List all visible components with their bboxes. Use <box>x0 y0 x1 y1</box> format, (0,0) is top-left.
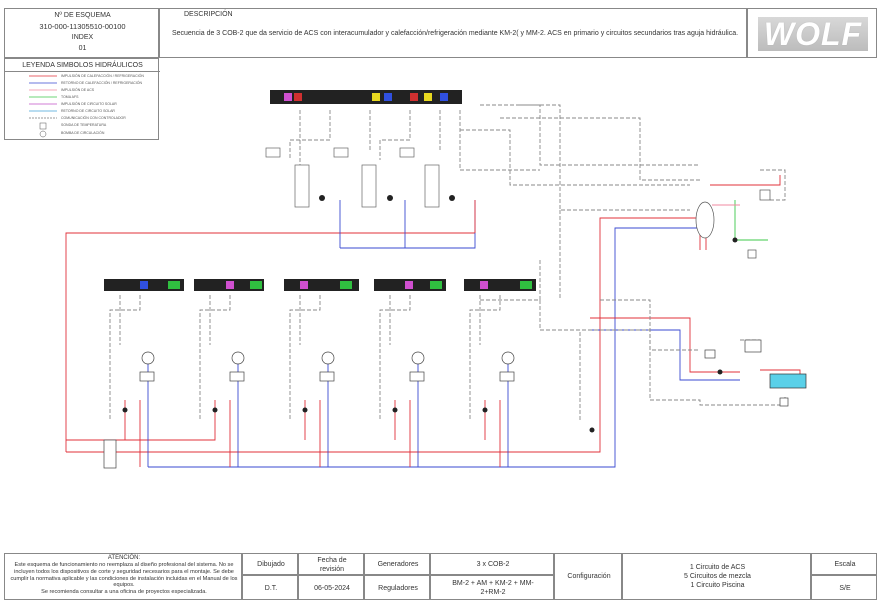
supply-pipe <box>65 232 475 452</box>
legend-row: IMPULSIÓN DE ACS <box>11 87 161 95</box>
legend-row: IMPULSIÓN DE CALEFACCIÓN / REFRIGERACIÓN <box>11 73 161 81</box>
acs-group <box>695 189 771 259</box>
regulators-value-cell: BM-2 + AM + KM-2 + MM-2+RM-2 <box>430 575 554 600</box>
attention-title: ATENCIÓN: <box>107 555 141 561</box>
description-text: Secuencia de 3 COB-2 que da servicio de … <box>171 30 739 37</box>
generators-label-cell: Generadores <box>364 553 430 575</box>
scheme-label: Nº DE ESQUEMA <box>54 12 111 19</box>
scale-value-cell: S/E <box>811 575 877 600</box>
generators-label: Generadores <box>377 561 419 568</box>
generators-value-cell: 3 x COB-2 <box>430 553 554 575</box>
pool <box>704 339 807 407</box>
legend-item-label: IMPULSIÓN DE ACS <box>61 88 95 92</box>
legend-row: COMUNICACIÓN CON CONTROLADOR <box>11 115 161 123</box>
regulators-label: Reguladores <box>378 585 418 592</box>
legend-row: IMPULSIÓN DE CIRCUITO SOLAR <box>11 101 161 109</box>
config-label: Configuración <box>567 573 611 580</box>
controller-bars-top <box>270 90 462 104</box>
legend-row: BOMBA DE CIRCULACIÓN <box>11 130 161 138</box>
legend-item-label: RETORNO DE CALEFACCIÓN / REFRIGERACIÓN <box>61 81 143 85</box>
legend-item-label: IMPULSIÓN DE CIRCUITO SOLAR <box>61 102 117 106</box>
scale-label: Escala <box>834 561 856 568</box>
regulators-label-cell: Reguladores <box>364 575 430 600</box>
scheme-number: 310-000-11305510-00100 <box>39 22 126 31</box>
legend-symbol-label: BOMBA DE CIRCULACIÓN <box>61 131 105 135</box>
wolf-logo: WOLF <box>758 17 868 51</box>
scale-value: S/E <box>839 585 851 592</box>
attention-text: Este esquema de funcionamiento no reempl… <box>10 562 238 596</box>
brand-box: WOLF <box>747 8 877 58</box>
scale-label-cell: Escala <box>811 553 877 575</box>
config-value-cell: 1 Circuito de ACS 5 Circuitos de mezcla … <box>622 553 811 600</box>
config-label-cell: Configuración <box>554 553 622 600</box>
legend-row: RETORNO DE CALEFACCIÓN / REFRIGERACIÓN <box>11 80 161 88</box>
revision-label-cell: Fecha de revisión <box>298 553 364 575</box>
config-value: 1 Circuito de ACS 5 Circuitos de mezcla … <box>684 564 751 589</box>
attention-box: ATENCIÓN: Este esquema de funcionamiento… <box>4 553 242 600</box>
boilers <box>265 147 440 208</box>
legend-row: TOMA AFS <box>11 94 161 102</box>
drawn-value-cell: D.T. <box>242 575 298 600</box>
drawn-value: D.T. <box>264 585 278 592</box>
index-label: INDEX <box>71 34 94 41</box>
index-value: 01 <box>78 45 87 52</box>
generators-value: 3 x COB-2 <box>476 561 510 568</box>
revision-label: Fecha de revisión <box>317 557 347 573</box>
legend-row: RETORNO DE CIRCUITO SOLAR <box>11 108 161 116</box>
legend-title: LEYENDA SIMBOLOS HIDRÁULICOS <box>22 62 143 69</box>
legend-item-label: IMPULSIÓN DE CALEFACCIÓN / REFRIGERACIÓN <box>61 74 144 78</box>
scheme-number-box: Nº DE ESQUEMA 310-000-11305510-00100 IND… <box>4 8 159 58</box>
revision-value-cell: 06-05-2024 <box>298 575 364 600</box>
return-pipe <box>340 200 476 249</box>
revision-value: 06-05-2024 <box>314 585 350 592</box>
legend-row: SONDA DE TEMPERATURA <box>11 122 161 130</box>
drawn-label: Dibujado <box>257 561 285 568</box>
legend-item-label: RETORNO DE CIRCUITO SOLAR <box>61 109 115 113</box>
drawn-label-cell: Dibujado <box>242 553 298 575</box>
controller-bars-mid <box>104 279 536 291</box>
valves <box>122 195 738 433</box>
description-label: DESCRIPCIÓN <box>184 11 233 18</box>
mixing-circuits <box>103 351 515 469</box>
description-box: DESCRIPCIÓN Secuencia de 3 COB-2 que da … <box>159 8 747 58</box>
legend-box: LEYENDA SIMBOLOS HIDRÁULICOS IMPULSIÓN D… <box>4 58 161 140</box>
regulators-value: BM-2 + AM + KM-2 + MM-2+RM-2 <box>452 580 534 596</box>
legend-item-label: COMUNICACIÓN CON CONTROLADOR <box>61 116 126 120</box>
legend-item-label: TOMA AFS <box>61 95 79 99</box>
legend-symbol-label: SONDA DE TEMPERATURA <box>61 123 107 127</box>
